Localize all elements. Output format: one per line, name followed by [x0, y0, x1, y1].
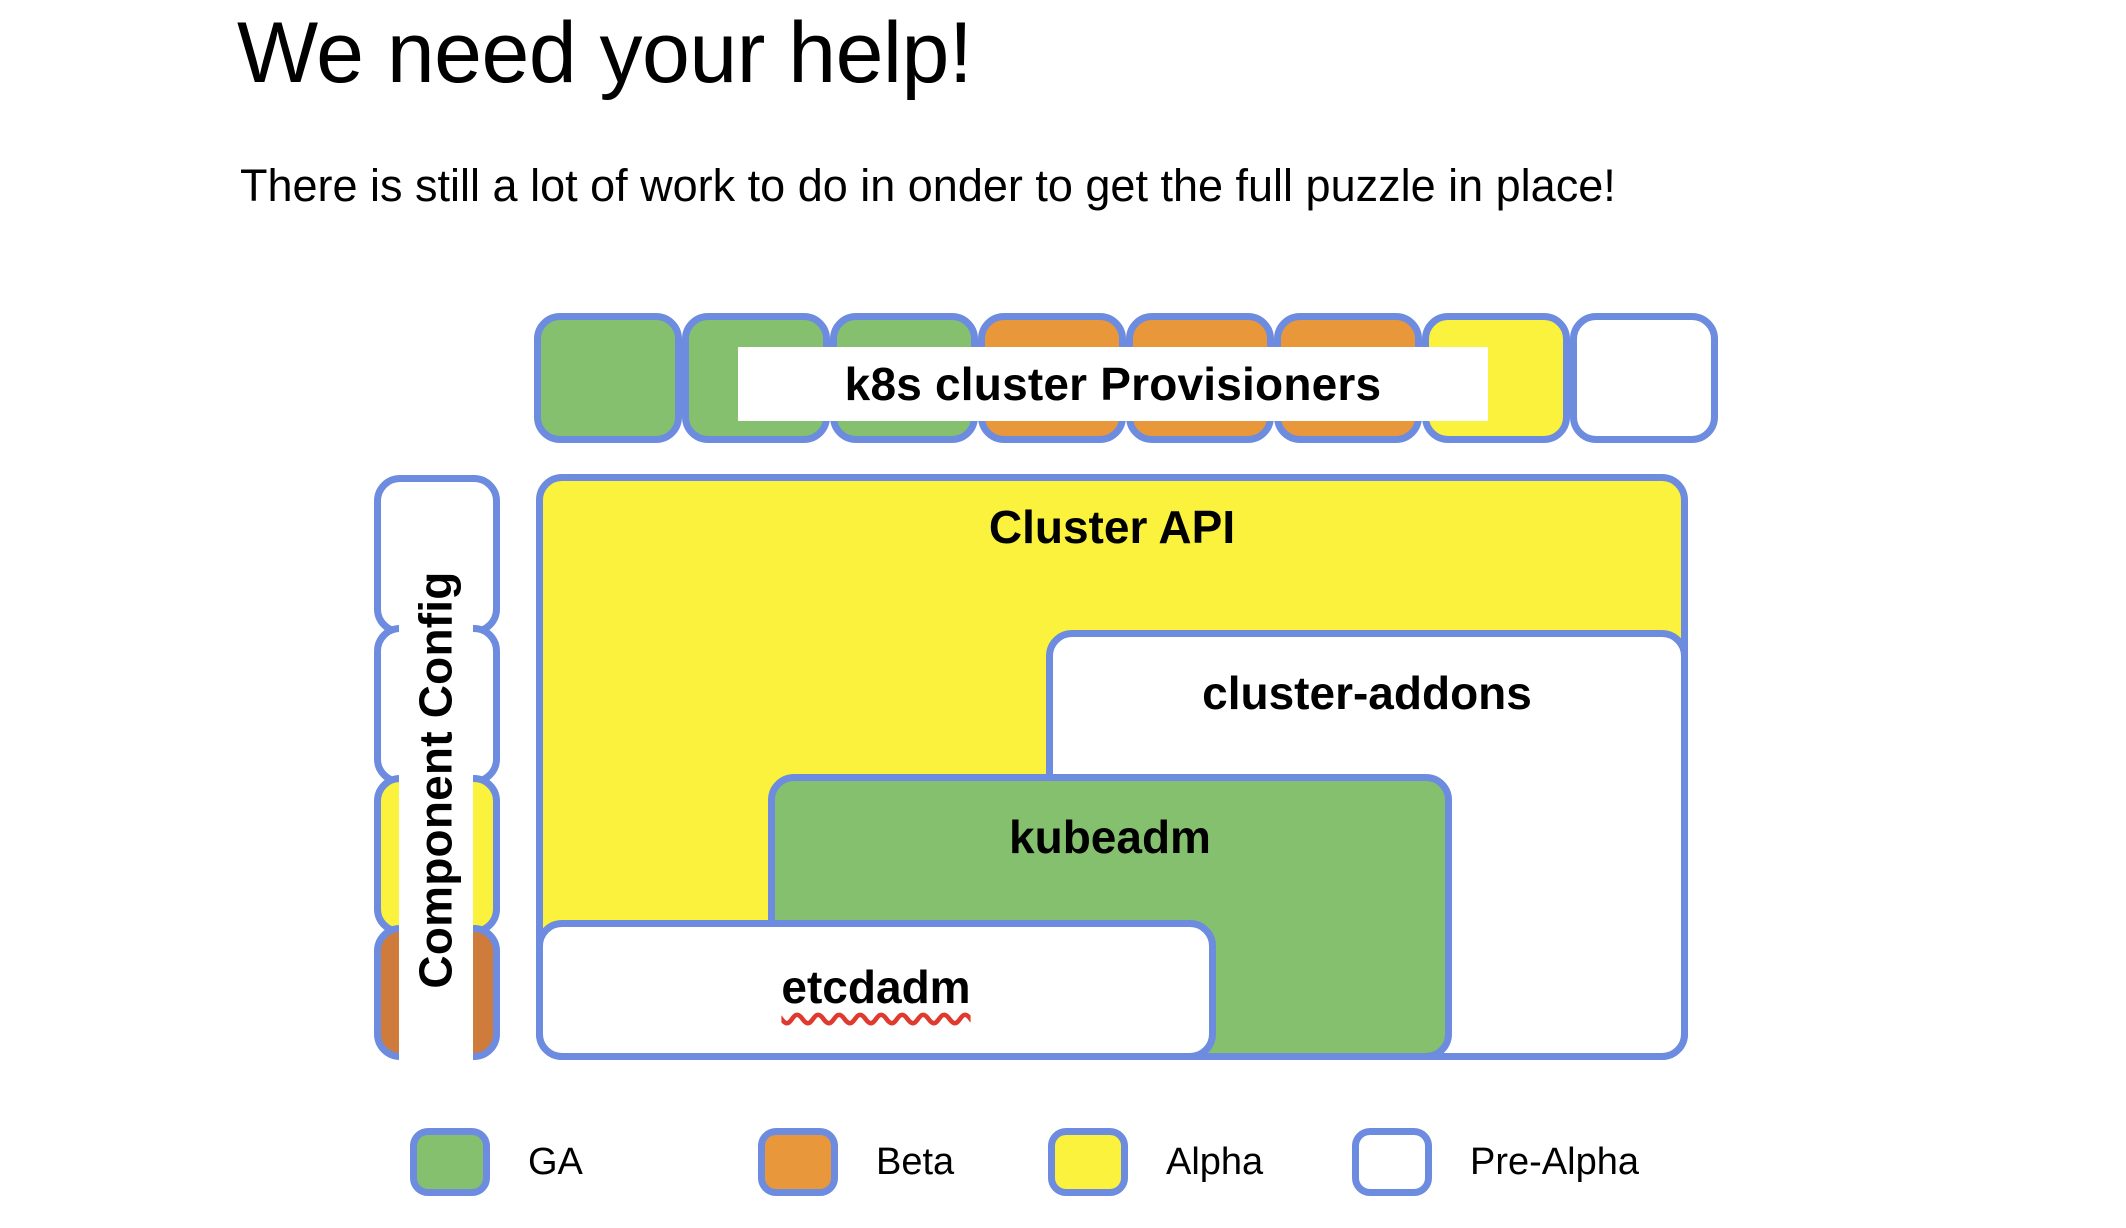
- legend-item-alpha: Alpha: [1048, 1128, 1263, 1196]
- puzzle-block-etcdadm[interactable]: [536, 920, 1216, 1060]
- provisioner-block-4[interactable]: [978, 313, 1126, 443]
- legend-item-ga: GA: [410, 1128, 583, 1196]
- puzzle-label-kubeadm: kubeadm: [1009, 811, 1211, 863]
- legend-label-beta: Beta: [876, 1140, 955, 1183]
- maturity-legend: GA Beta Alpha Pre-Alpha: [0, 1128, 2126, 1228]
- provisioner-block-3[interactable]: [830, 313, 978, 443]
- page-subtitle: There is still a lot of work to do in on…: [240, 160, 1616, 211]
- puzzle-label-cluster-api: Cluster API: [988, 501, 1236, 553]
- provisioner-block-5[interactable]: [1126, 313, 1274, 443]
- legend-item-pre-alpha: Pre-Alpha: [1352, 1128, 1639, 1196]
- legend-swatch-alpha: [1048, 1128, 1128, 1196]
- legend-label-ga: GA: [528, 1140, 583, 1183]
- legend-swatch-beta: [758, 1128, 838, 1196]
- provisioner-block-7[interactable]: [1422, 313, 1570, 443]
- puzzle-label-cluster-addons: cluster-addons: [1202, 667, 1532, 719]
- legend-label-alpha: Alpha: [1166, 1140, 1264, 1183]
- legend-label-pre-alpha: Pre-Alpha: [1470, 1140, 1639, 1183]
- provisioner-block-1[interactable]: [534, 313, 682, 443]
- legend-item-beta: Beta: [758, 1128, 954, 1196]
- legend-swatch-ga: [410, 1128, 490, 1196]
- legend-swatch-pre-alpha: [1352, 1128, 1432, 1196]
- puzzle-label-etcdadm: etcdadm: [781, 961, 971, 1013]
- page-title: We need your help!: [237, 5, 973, 101]
- provisioner-block-2[interactable]: [682, 313, 830, 443]
- component-config-label-text: Component Config: [410, 571, 462, 989]
- provisioner-block-6[interactable]: [1274, 313, 1422, 443]
- provisioner-block-8[interactable]: [1570, 313, 1718, 443]
- component-config-label: Component Config: [399, 500, 473, 1060]
